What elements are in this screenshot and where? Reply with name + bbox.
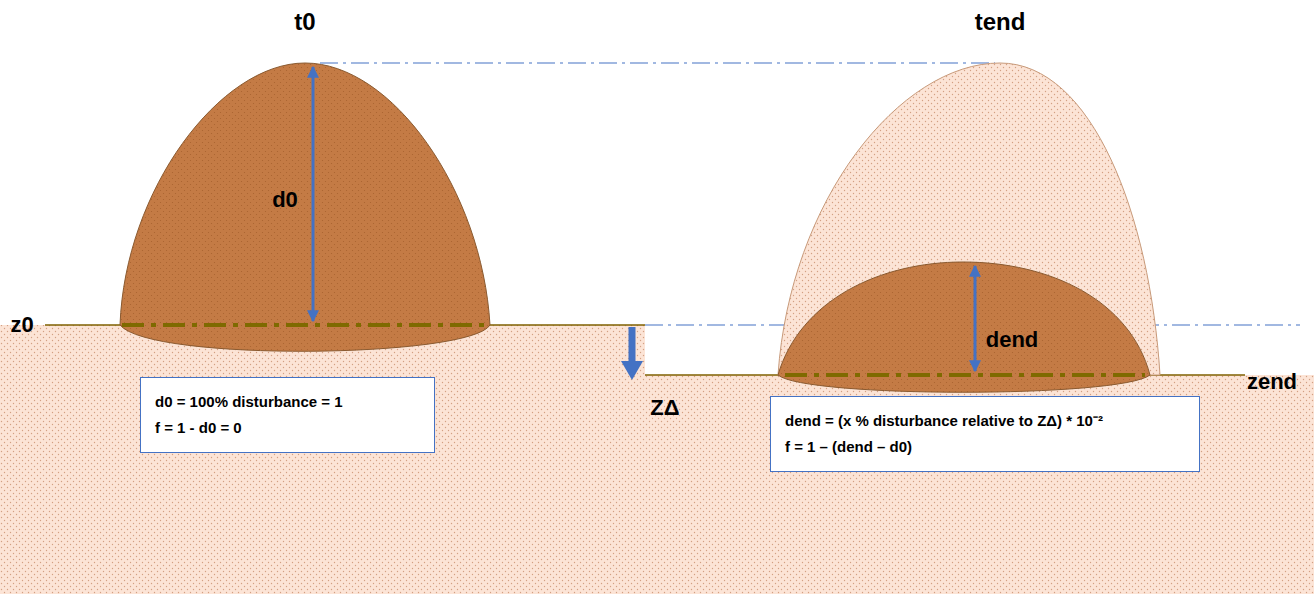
formula-text: dend = (x % disturbance relative to ZΔ) … [785,411,1103,431]
lowering-arrow-head [621,361,643,380]
dimension-label: tend [975,9,1026,35]
ground-initial [0,325,645,594]
base-line [122,323,488,327]
soil-mound [778,262,1150,392]
dimension-label: zend [1247,370,1297,394]
dimension-label: ZΔ [650,396,679,420]
surface-line [45,324,645,326]
formula-box: d0 = 100% disturbance = 1 f = 1 - d0 = 0 [140,377,435,453]
dimension-label: t0 [294,9,315,35]
height-arrow [312,67,315,321]
lowering-arrow [629,327,636,363]
height-arrow [974,266,977,371]
formula-text: f = 1 - d0 = 0 [155,418,242,438]
dimension-label: dend [986,328,1039,352]
dimension-label: d0 [272,188,298,212]
base-line [785,373,1145,377]
formula-text: d0 = 100% disturbance = 1 [155,392,343,412]
reference-line [320,62,995,63]
formula-text: f = 1 – (dend – d0) [785,437,912,457]
formula-box: dend = (x % disturbance relative to ZΔ) … [770,396,1200,472]
dimension-label: z0 [10,313,33,337]
ground-lowered [645,375,1314,594]
soil-mound [120,63,490,351]
